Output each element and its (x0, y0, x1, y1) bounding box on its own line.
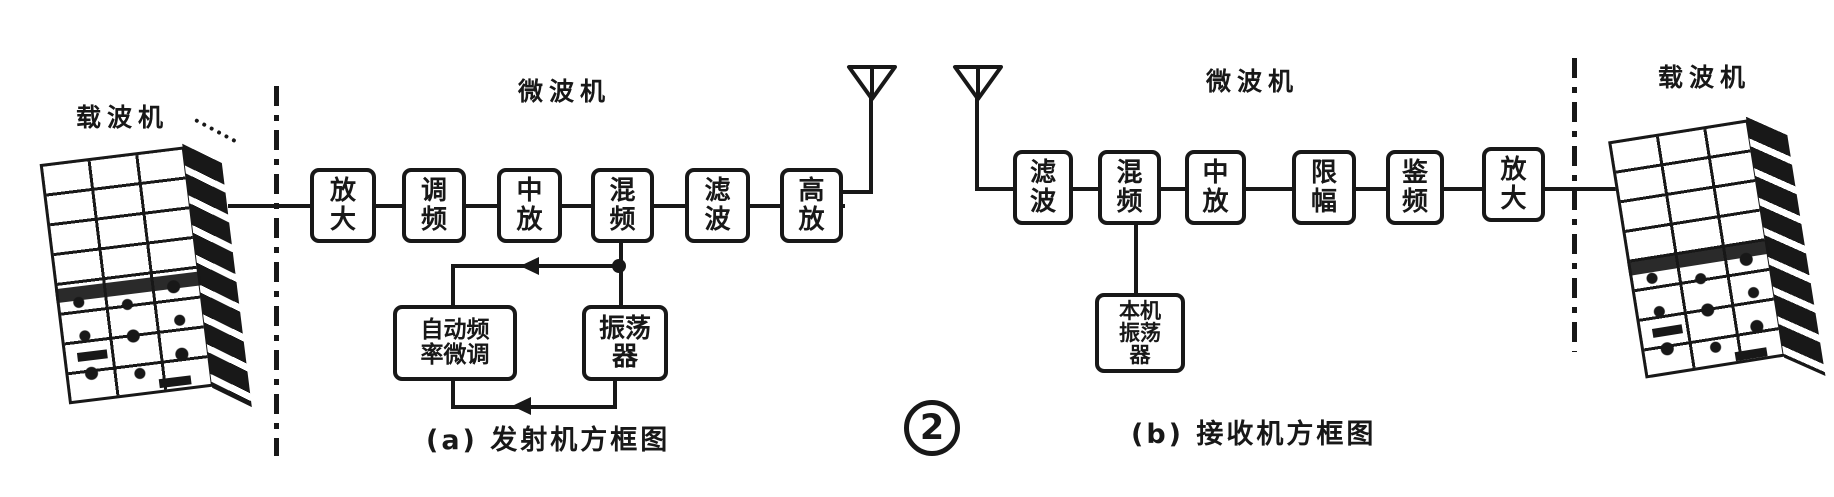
block-label: 混 频 (609, 176, 636, 235)
tx-block-power-amplifier: 高 放 (780, 168, 843, 243)
block-label: 滤 波 (1029, 158, 1056, 217)
block-label: 中 放 (516, 176, 543, 235)
block-label: 自动频 率微调 (420, 317, 490, 368)
carrier-left-label: 载波机 (76, 103, 170, 132)
block-label: 调 频 (420, 176, 447, 235)
rx-antenna-icon (953, 65, 1003, 101)
tx-block-mixer: 混 频 (591, 168, 654, 243)
tx-block-fm-modulator: 调 频 (402, 168, 466, 243)
block-label: 鉴 频 (1401, 158, 1428, 217)
block-label: 放 大 (1500, 155, 1527, 214)
microwave-tx-label: 微波机 (518, 77, 612, 106)
carrier-rack-left (29, 117, 263, 434)
tx-antenna-icon (847, 65, 897, 101)
rx-block-if-amplifier: 中 放 (1185, 150, 1246, 225)
block-label: 高 放 (798, 176, 825, 235)
block-label: 滤 波 (704, 176, 731, 235)
block-label: 混 频 (1116, 158, 1143, 217)
local-oscillator-block: 本机 振荡 器 (1095, 293, 1185, 373)
block-label: 中 放 (1202, 158, 1229, 217)
figure-number: 2 (919, 408, 945, 448)
afc-drop-line (451, 264, 455, 308)
rx-block-discriminator: 鉴 频 (1386, 150, 1444, 225)
mixer-tap-line (619, 242, 623, 308)
rx-block-amplifier: 放 大 (1482, 147, 1545, 222)
carrier-right-label: 载波机 (1658, 63, 1752, 92)
tx-antenna-feed-line (841, 190, 873, 194)
block-label: 放 大 (329, 176, 356, 235)
rx-block-filter: 滤 波 (1013, 150, 1073, 225)
block-label: 本机 振荡 器 (1119, 298, 1161, 368)
afc-block: 自动频 率微调 (393, 305, 517, 381)
arrow-left-icon (520, 257, 539, 275)
rx-caption: (b) 接收机方框图 (1131, 419, 1377, 450)
oscillator-block: 振荡 器 (582, 305, 668, 381)
arrow-left-icon (512, 397, 531, 415)
lo-drop-line (1134, 224, 1138, 295)
block-label: 振荡 器 (598, 313, 651, 372)
afc-bottom-drop (451, 379, 455, 409)
tx-antenna-mast (869, 98, 873, 193)
rack-knobs (39, 146, 215, 405)
boundary-dashdot-left (274, 86, 279, 456)
rx-block-mixer: 混 频 (1098, 150, 1161, 225)
carrier-rack-right (1596, 87, 1834, 409)
rx-block-limiter: 限 幅 (1292, 150, 1356, 225)
boundary-dashdot-right (1572, 58, 1577, 352)
figure-number-badge: 2 (904, 400, 960, 456)
block-label: 限 幅 (1310, 158, 1337, 217)
tx-block-filter: 滤 波 (685, 168, 750, 243)
tx-block-amplifier: 放 大 (310, 168, 376, 243)
junction-dot (612, 259, 626, 273)
tx-caption: (a) 发射机方框图 (426, 425, 671, 456)
rx-antenna-mast (975, 98, 979, 191)
microwave-rx-label: 微波机 (1206, 67, 1300, 96)
osc-afc-bottom-line (451, 405, 617, 409)
tx-block-if-amplifier: 中 放 (497, 168, 562, 243)
osc-bottom-drop (613, 379, 617, 409)
